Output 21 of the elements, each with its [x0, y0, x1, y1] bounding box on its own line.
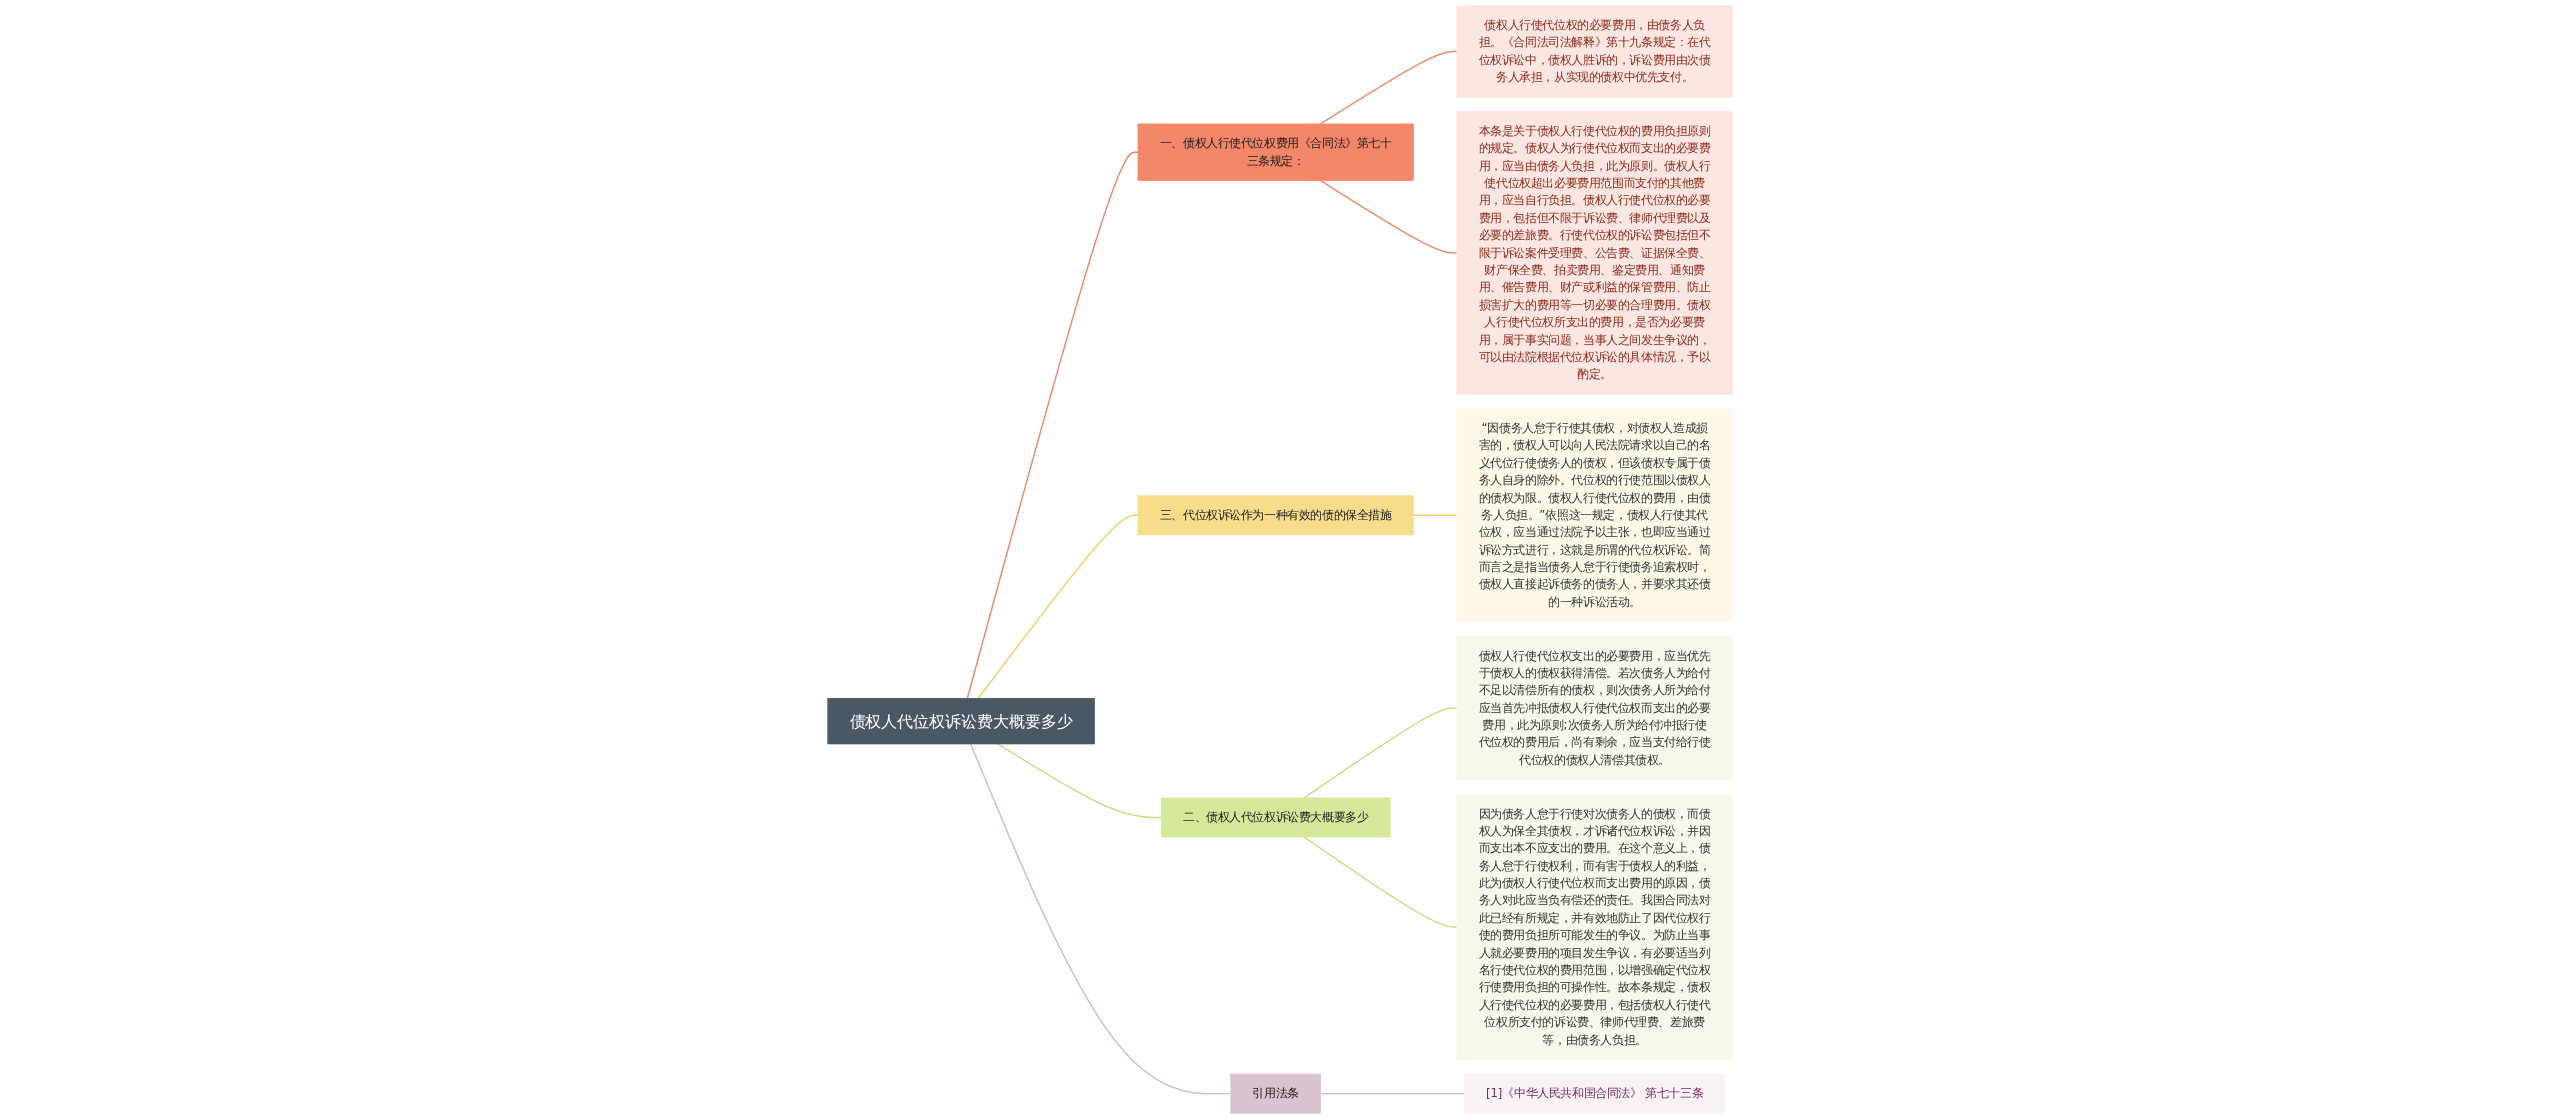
node-box: 三、代位权诉讼作为一种有效的债的保全措施	[1137, 495, 1414, 536]
connector	[1303, 707, 1458, 799]
node-box: 引用法条	[1230, 1073, 1321, 1114]
connector	[997, 743, 1162, 819]
node-box: 一、债权人行使代位权费用《合同法》第七十三条规定：	[1137, 123, 1414, 181]
connector	[1319, 1092, 1465, 1095]
connector	[977, 514, 1139, 699]
node-box: “因债务人怠于行使其债权，对债权人造成损害的，债权人可以向人民法院请求以自己的名义代位行使债务人的债权，但该债权专属于债务人自身的除外。代位权的行使范围以债权人的债权为限。债权人行使代位权的费用，由债务人负担。”依照这一规定，债权人行使其代位权，应当通过法院予以主张，也即应当通过诉讼方式进行，这就是所谓的代位权诉讼。简而言之是指当债务人怠于行使债务追索权时，债权人直接起诉债务的债务人，并要求其还债的一种诉讼活动。	[1456, 408, 1733, 623]
connector	[1303, 836, 1458, 928]
node-box: 债权人行使代位权的必要费用，由债务人负担。《合同法司法解释》第十九条规定：在代位权诉讼中，债权人胜诉的，诉讼费用由次债务人承担，从实现的债权中优先支付。	[1456, 5, 1733, 98]
node-box: 二、债权人代位权诉讼费大概要多少	[1160, 797, 1391, 838]
node-box: 债权人代位权诉讼费大概要多少	[827, 697, 1095, 745]
node-box: 债权人行使代位权支出的必要费用，应当优先于债权人的债权获得清偿。若次债务人为给付不足以清偿所有的债权，则次债务人所为给付应当首先冲抵债权人行使代位权而支出的必要费用，此为原则;次债务人所为给付冲抵行使代位权的费用后，尚有剩余，应当支付给行使代位权的债权人清偿其债权。	[1456, 635, 1733, 781]
connector	[966, 151, 1139, 699]
node-box: 因为债务人怠于行使对次债务人的债权，而债权人为保全其债权，才诉诸代位权诉讼，并因而支出本不应支出的费用。在这个意义上，债务人怠于行使权利，而有害于债权人的利益，此为债权人行使代位权而支出费用的原因，债务人对此应当负有偿还的责任。我国合同法对此已经有所规定，并有效地防止了因代位权行使的费用负担所可能发生的争议。为防止当事人就必要费用的项目发生争议，有必要适当列名行使代位权的费用范围，以增强确定代位权行使费用负担的可操作性。故本条规定，债权人行使代位权的必要费用，包括债权人行使代位权所支付的诉讼费、律师代理费、差旅费等，由债务人负担。	[1456, 793, 1733, 1060]
connector	[1319, 179, 1458, 254]
node-box: 本条是关于债权人行使代位权的费用负担原则的规定。债权人为行使代位权而支出的必要费用，应当由债务人负担，此为原则。债权人行使代位权超出必要费用范围而支付的其他费用，应当自行负担。债权人行使代位权的必要费用，包括但不限于诉讼费、律师代理费以及必要的差旅费。行使代位权的诉讼费包括但不限于诉讼案件受理费、公告费、证据保全费、财产保全费、拍卖费用、鉴定费用、通知费用、催告费用、财产或利益的保管费用、防止损害扩大的费用等一切必要的合理费用。债权人行使代位权所支出的费用，是否为必要费用，属于事实问题，当事人之间发生争议的，可以由法院根据代位权诉讼的具体情况，予以酌定。	[1456, 111, 1733, 395]
node-box: [1]《中华人民共和国合同法》 第七十三条	[1463, 1073, 1726, 1114]
connector	[969, 743, 1232, 1095]
connector	[1319, 50, 1458, 125]
connector	[1412, 514, 1458, 516]
